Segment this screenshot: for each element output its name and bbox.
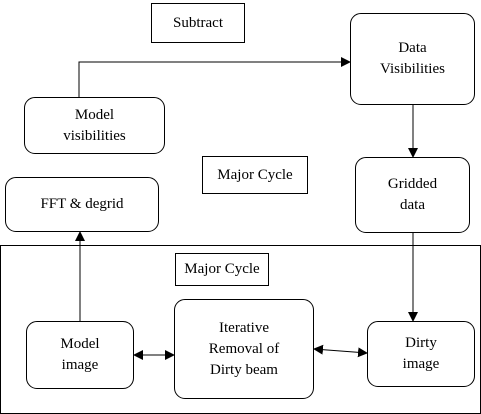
dirty-image-node: Dirty image — [367, 321, 475, 387]
gridded-data-node: Gridded data — [355, 157, 470, 233]
model-image-node: Model image — [26, 321, 134, 389]
major-cycle-inner-label: Major Cycle — [175, 253, 269, 286]
fft-degrid-node: FFT & degrid — [5, 177, 159, 232]
connector-iterative-dirty — [313, 344, 368, 358]
model-visibilities-node: Model visibilities — [24, 97, 165, 154]
connector-model-vis-to-data-vis — [78, 57, 351, 97]
major-cycle-label: Major Cycle — [202, 156, 308, 194]
data-visibilities-node: Data Visibilities — [350, 13, 475, 105]
subtract-label: Subtract — [151, 3, 245, 43]
iterative-removal-node: Iterative Removal of Dirty beam — [174, 299, 314, 399]
